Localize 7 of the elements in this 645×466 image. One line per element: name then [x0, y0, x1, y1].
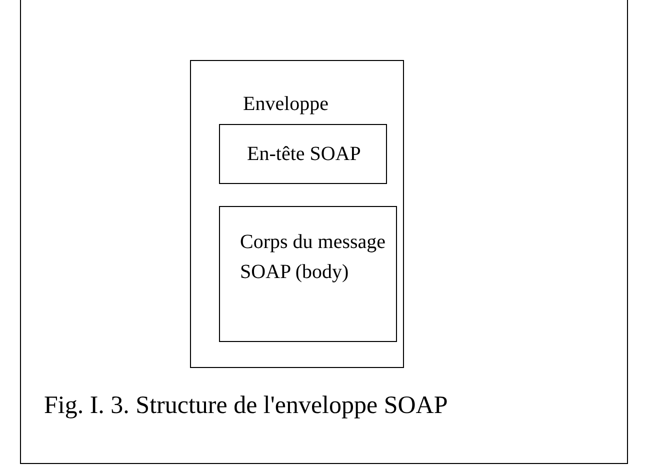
figure-caption: Fig. I. 3. Structure de l'enveloppe SOAP [44, 392, 448, 420]
box-label: Enveloppe [243, 92, 329, 117]
envelope-box [190, 60, 404, 368]
section-box [219, 206, 397, 342]
box-label: En-tête SOAP [246, 142, 362, 167]
box-label: Corps du message SOAP (body) [240, 230, 387, 285]
section-box [219, 124, 387, 184]
